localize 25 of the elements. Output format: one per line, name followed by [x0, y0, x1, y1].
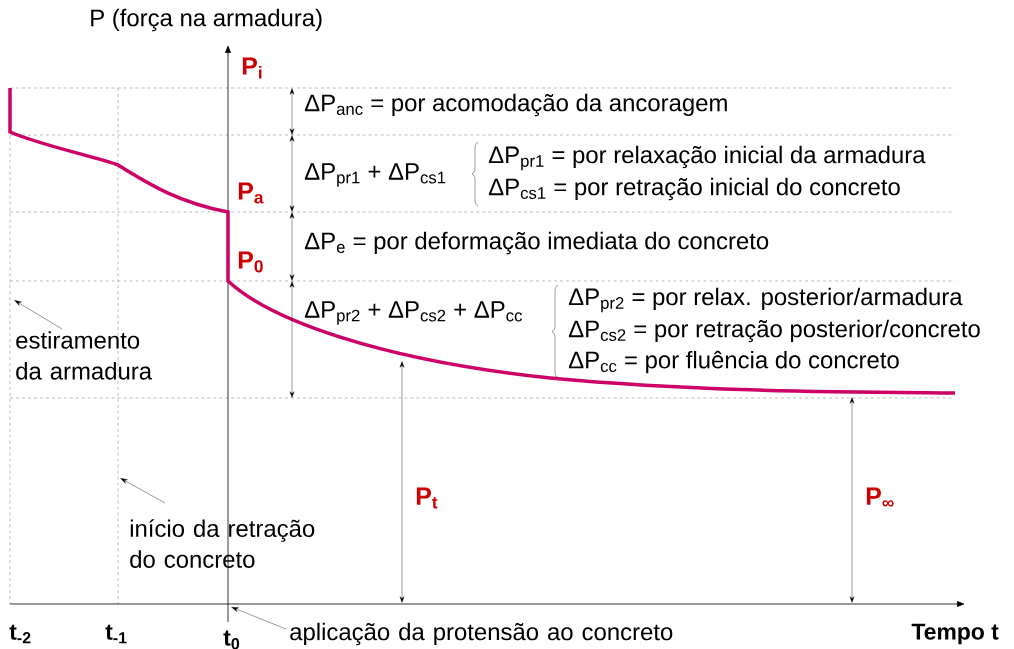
tick-label: t$_{-2}$: [9, 624, 31, 644]
tick-label: t$_{-1}$: [105, 624, 127, 644]
leader-line: [14, 300, 63, 330]
point-label: P$_{a}$: [238, 182, 264, 204]
loss-definition: ΔP$_{pr1}$ = por relaxação inicial da armadura: [488, 145, 926, 171]
annotation-text: estiramento da armadura: [16, 331, 153, 380]
loss-definition: ΔP$_{pr2}$ = por relax. posterior/armadura: [568, 287, 963, 313]
axis-label: P (força na armadura): [91, 8, 322, 32]
loss-definition: ΔP$_{cc}$ = por fluência do concreto: [568, 350, 899, 374]
tick-label: t$_{0}$: [223, 630, 240, 649]
force-label: P$_{∞}$: [866, 487, 894, 507]
loss-label: ΔP$_{pr2}$ + ΔP$_{cs2}$ + ΔP$_{cc}$: [304, 301, 522, 325]
leader-line: [231, 607, 287, 630]
loss-label: ΔP$_{e}$ = por deformação imediata do concreto: [304, 231, 769, 255]
loss-label: ΔP$_{anc}$ = por acomodação da ancoragem: [304, 93, 727, 117]
point-label: P$_{0}$: [238, 251, 263, 273]
leader-line: [120, 478, 166, 504]
axis-label: Tempo t: [911, 623, 999, 645]
force-label: P$_{t}$: [416, 487, 438, 509]
loss-label: ΔP$_{pr1}$ + ΔP$_{cs1}$: [304, 163, 446, 187]
loss-definition: ΔP$_{cs1}$ = por retração inicial do concreto: [488, 177, 900, 201]
loss-definition: ΔP$_{cs2}$ = por retração posterior/concreto: [568, 319, 980, 343]
annotation-text: início da retração do concreto: [130, 519, 315, 568]
point-label: P$_{i}$: [242, 57, 262, 79]
annotation-text: aplicação da protensão ao concreto: [290, 622, 673, 646]
